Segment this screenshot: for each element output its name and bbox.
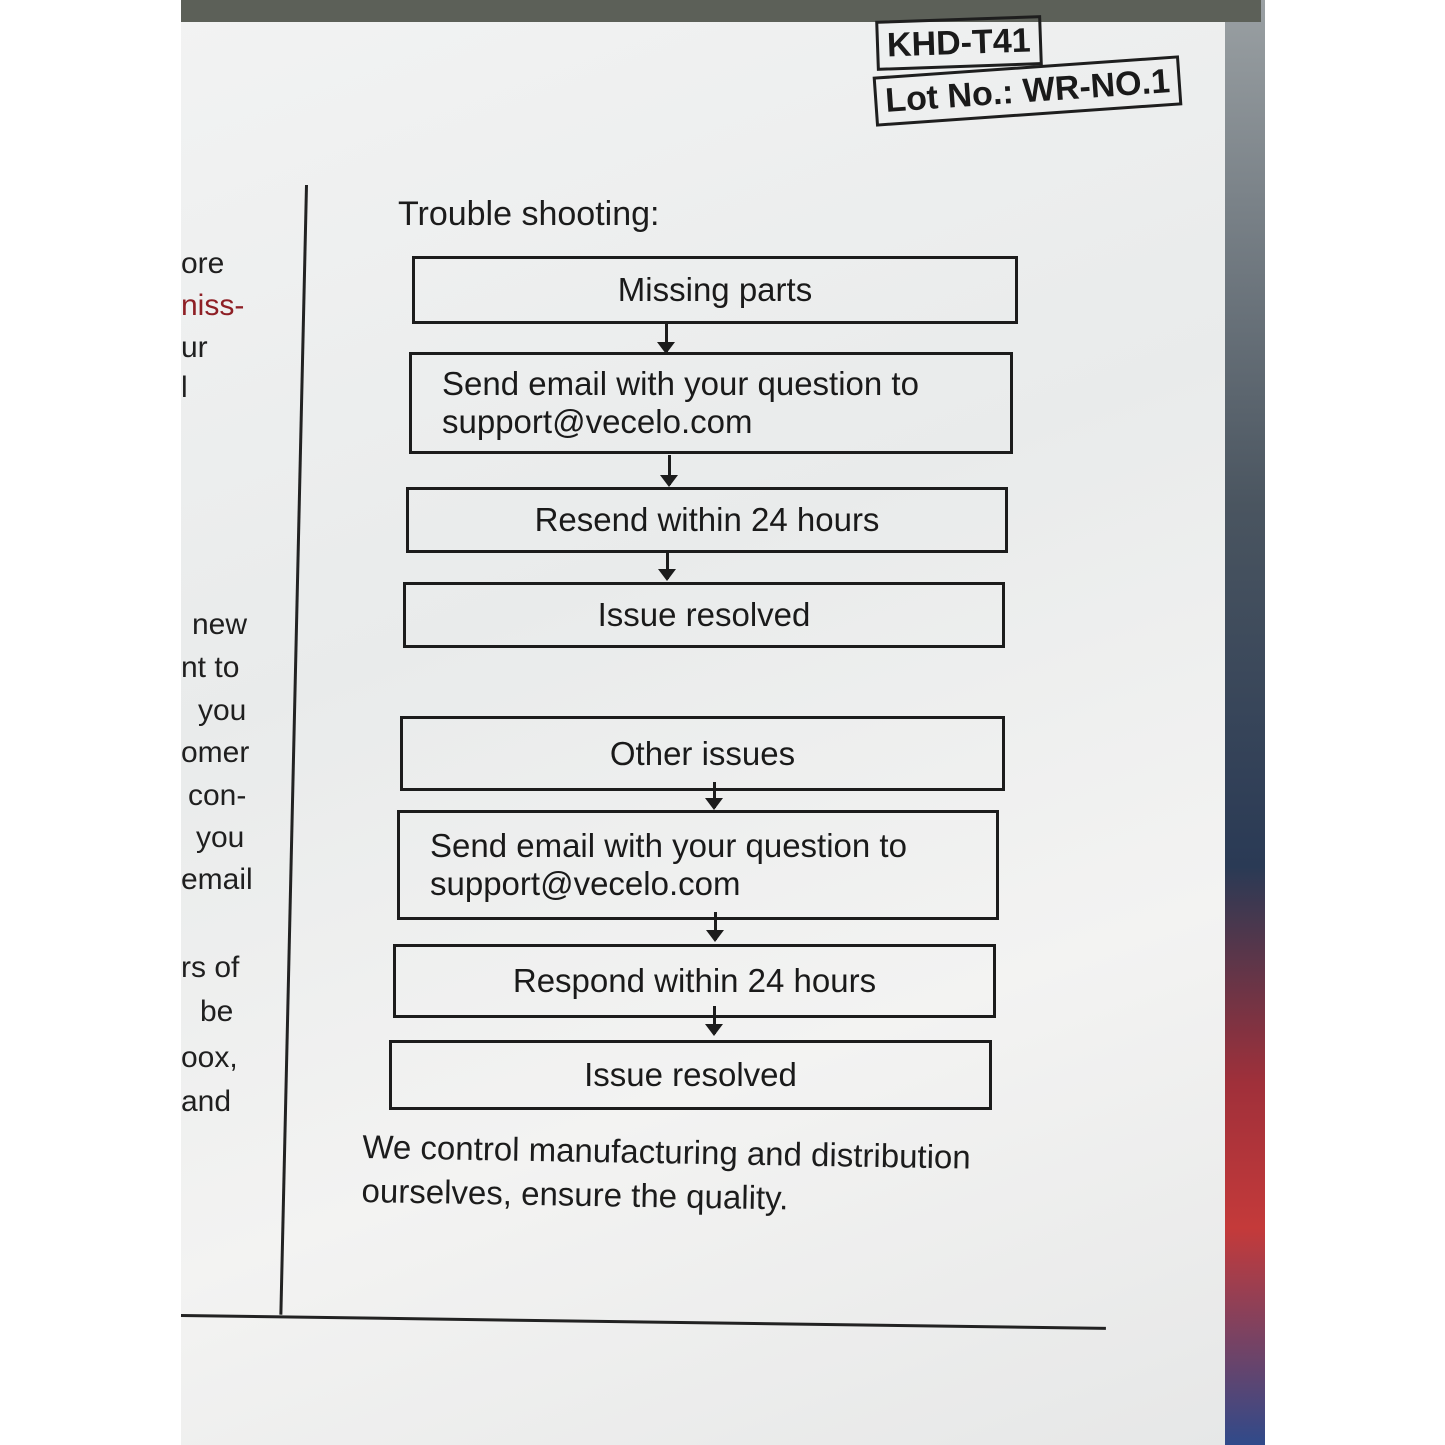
left-text-fragment: con- [188, 779, 247, 812]
background-object [1225, 0, 1265, 1445]
left-text-fragment: niss- [181, 289, 245, 322]
troubleshooting-title: Trouble shooting: [398, 195, 660, 233]
left-text-fragment: omer [181, 736, 250, 769]
flow-arrow [706, 912, 724, 942]
email-instruction: Send email with your question to [442, 365, 919, 402]
flow-step-missing-parts: Missing parts [412, 256, 1018, 324]
flow-arrow [705, 782, 723, 810]
left-text-fragment: you [196, 821, 245, 854]
flow-arrow [657, 324, 675, 354]
flow-arrow [705, 1006, 723, 1036]
instruction-sheet [181, 0, 1241, 1445]
background-left [0, 0, 181, 1445]
left-text-fragment: l [181, 371, 188, 404]
model-code-label: KHD-T41 [875, 15, 1043, 71]
email-instruction: Send email with your question to [430, 827, 907, 864]
left-text-fragment: and [181, 1085, 232, 1118]
flow-step-respond: Respond within 24 hours [393, 944, 996, 1018]
left-text-fragment: nt to [181, 651, 240, 684]
left-text-fragment: email [181, 863, 253, 896]
left-text-fragment: oox, [181, 1041, 238, 1074]
left-text-fragment: new [192, 608, 248, 641]
left-text-fragment: you [198, 694, 247, 727]
flow-step-send-email: Send email with your question to support… [409, 352, 1013, 454]
background-top [181, 0, 1261, 22]
left-text-fragment: ore [181, 247, 225, 280]
flow-step-issue-resolved: Issue resolved [403, 582, 1005, 648]
flow-arrow [658, 553, 676, 581]
flow-step-send-email: Send email with your question to support… [397, 810, 999, 920]
left-text-fragment: ur [181, 331, 208, 364]
background-right [1262, 0, 1445, 1445]
left-text-fragment: be [200, 995, 234, 1028]
quality-statement: We control manufacturing and distributio… [361, 1128, 972, 1217]
flow-step-other-issues: Other issues [400, 716, 1005, 791]
flow-step-issue-resolved: Issue resolved [389, 1040, 992, 1110]
support-email: support@vecelo.com [442, 403, 753, 440]
left-text-fragment: rs of [181, 951, 240, 984]
flow-step-resend: Resend within 24 hours [406, 487, 1008, 553]
support-email: support@vecelo.com [430, 865, 741, 902]
flow-arrow [660, 455, 678, 487]
